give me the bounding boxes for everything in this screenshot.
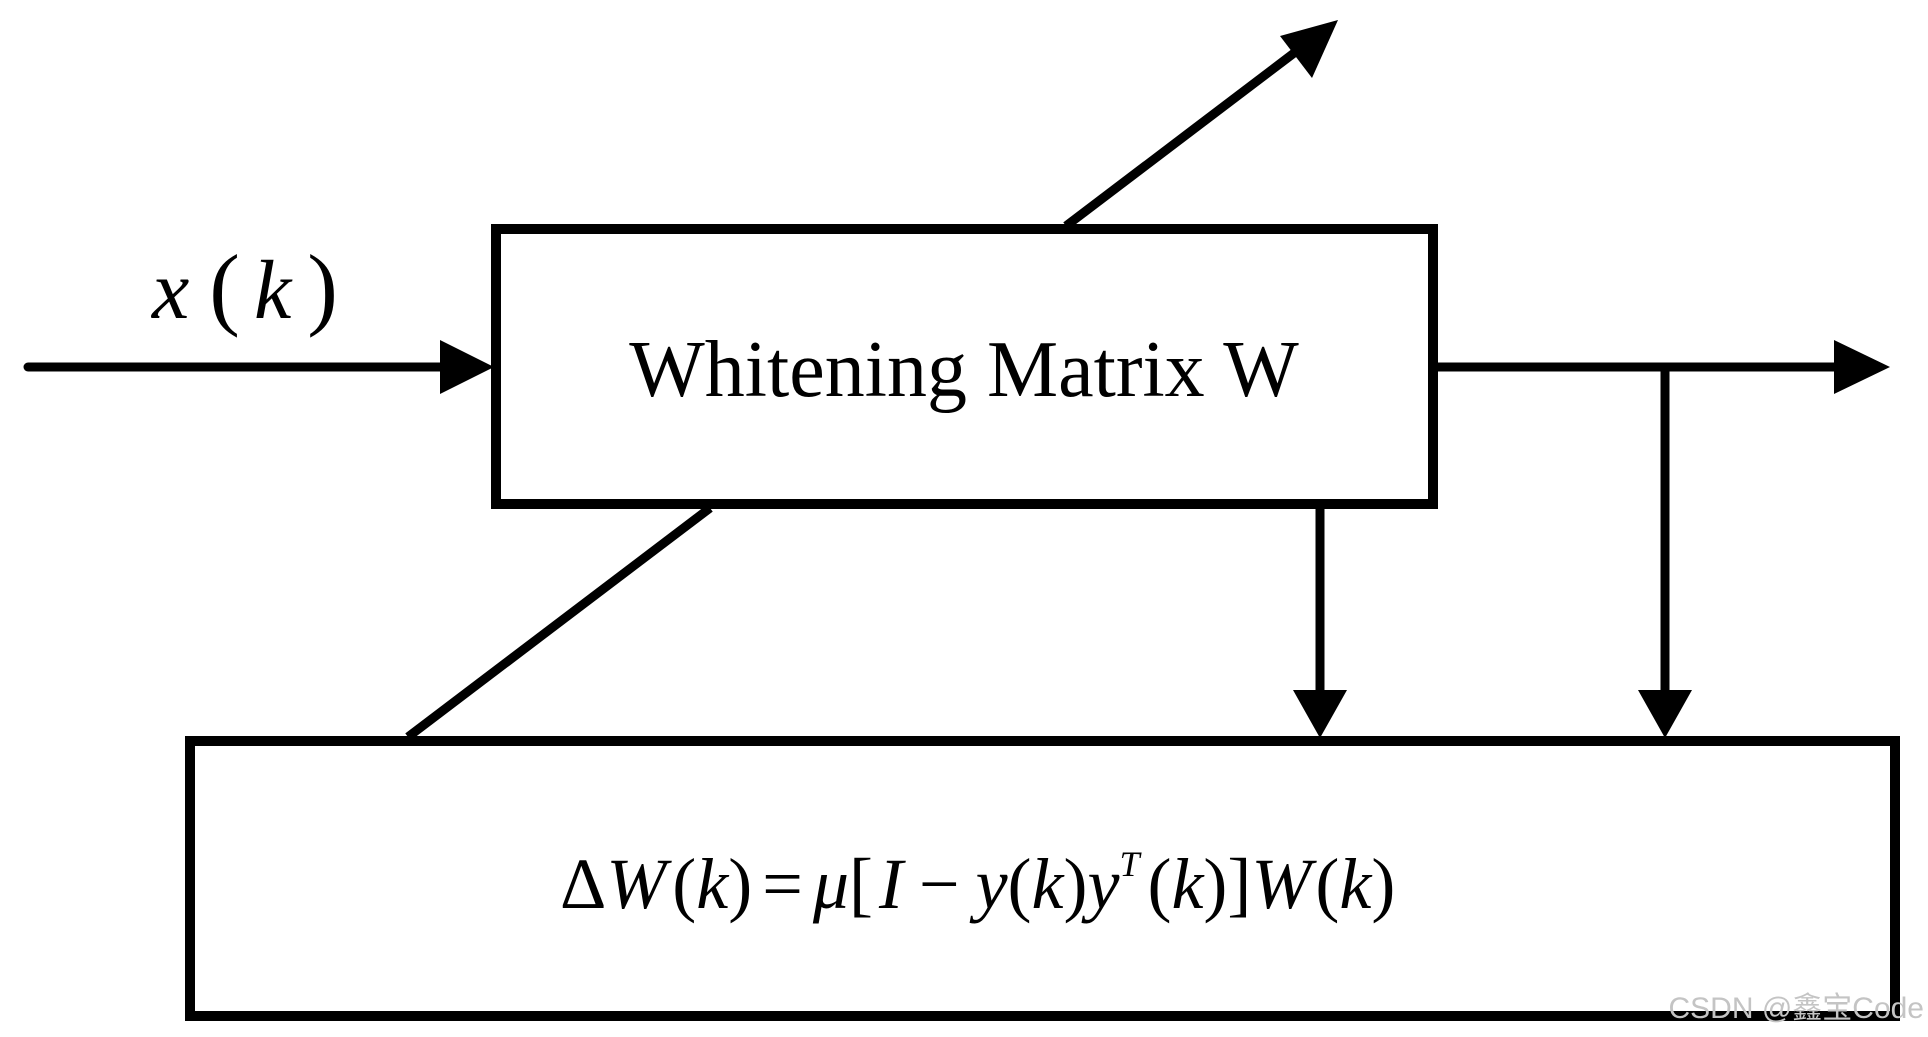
output-feedback-arrowhead <box>1638 690 1692 738</box>
formula-y2: y <box>1080 844 1119 924</box>
formula-close-2: ) <box>1063 844 1087 924</box>
input-arrowhead <box>440 340 494 394</box>
adaptation-arrowhead <box>1280 20 1338 78</box>
adaptation-diagonal-upper <box>1063 46 1301 230</box>
formula-close-3: ) <box>1203 844 1227 924</box>
input-signal-label: x(k) <box>150 236 338 338</box>
formula-k4: k <box>1339 844 1373 924</box>
formula-w1: W <box>606 844 672 924</box>
formula-minus: − <box>919 844 960 924</box>
formula-close-4: ) <box>1371 844 1395 924</box>
formula-k1: k <box>696 844 730 924</box>
formula-mu: μ <box>812 844 849 924</box>
formula-identity: I <box>878 844 906 924</box>
formula-k3: k <box>1171 844 1205 924</box>
formula-left-bracket: [ <box>849 844 873 924</box>
input-open-paren: ( <box>209 236 240 338</box>
formula-delta: Δ <box>560 844 606 924</box>
formula-open-2: ( <box>1008 844 1032 924</box>
adaptation-diagonal-lower <box>405 504 713 741</box>
matrix-feedback-arrowhead <box>1293 690 1347 738</box>
formula-w2: W <box>1251 844 1317 924</box>
whitening-matrix-label: Whitening Matrix W <box>629 326 1299 414</box>
input-var: x <box>150 244 189 337</box>
update-rule-box <box>185 736 1900 1021</box>
formula-open-1: ( <box>672 844 696 924</box>
formula-right-bracket: ] <box>1227 844 1251 924</box>
update-rule-formula: ΔW(k)=μ[I−y(k)yT(k)]W(k) <box>560 844 1395 924</box>
input-arg: k <box>254 244 293 337</box>
formula-k2: k <box>1032 844 1066 924</box>
formula-y1: y <box>969 844 1008 924</box>
formula-close-1: ) <box>728 844 752 924</box>
formula-superscript: T <box>1119 844 1142 884</box>
input-close-paren: ) <box>307 236 338 338</box>
formula-equals: = <box>762 844 803 924</box>
watermark-text: CSDN @鑫宝Code <box>1668 992 1924 1025</box>
formula-open-4: ( <box>1315 844 1339 924</box>
formula-open-3: ( <box>1147 844 1171 924</box>
output-arrowhead <box>1834 340 1890 394</box>
